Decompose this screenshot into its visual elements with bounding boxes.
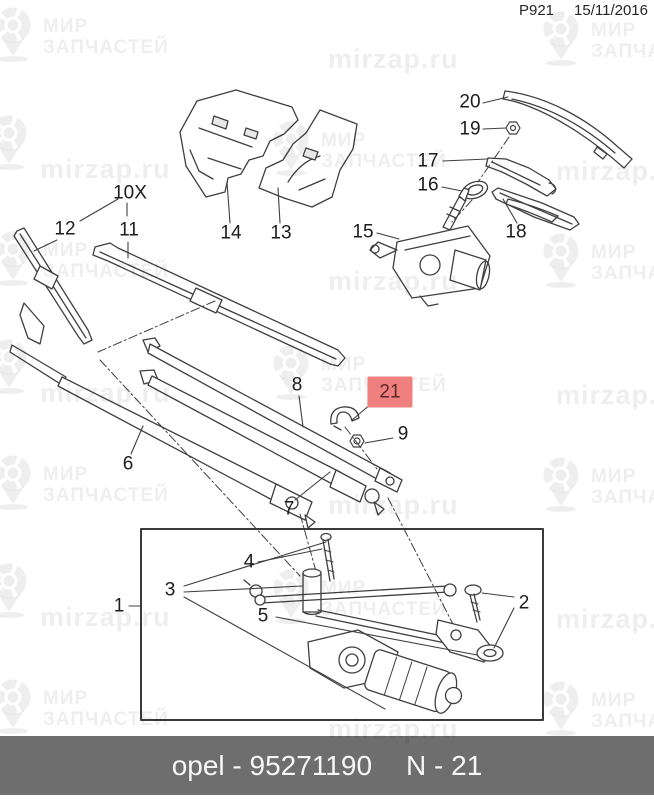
footer-bar: opel - 95271190 N - 21 bbox=[0, 736, 654, 795]
projection-lines bbox=[97, 136, 510, 629]
part-1-linkage-box bbox=[140, 528, 544, 721]
part-11-wiper-blade bbox=[92, 242, 346, 367]
leader-lines bbox=[33, 96, 518, 710]
part-14-cowl-panel bbox=[179, 89, 299, 198]
part-18-rear-wiper-blade bbox=[491, 187, 580, 231]
footer-position-number: N - 21 bbox=[406, 749, 483, 781]
part-7-wiper-arm bbox=[139, 369, 385, 516]
part-20-rear-wiper-cover bbox=[502, 90, 633, 169]
part-17-rear-wiper-arm bbox=[485, 157, 557, 197]
part-19-nut bbox=[505, 121, 521, 135]
part-13-cowl-panel bbox=[258, 109, 358, 208]
diagram-code: P921 bbox=[518, 2, 555, 19]
part-8-wiper-arm bbox=[142, 337, 403, 493]
part-12-wiper-blade-small bbox=[13, 227, 93, 345]
diagram-header: P921 15/11/2016 bbox=[519, 2, 648, 19]
diagram-date: 15/11/2016 bbox=[574, 2, 648, 19]
part-15-rear-wiper-motor bbox=[369, 187, 491, 307]
footer-part-number: opel - 95271190 bbox=[171, 749, 373, 781]
